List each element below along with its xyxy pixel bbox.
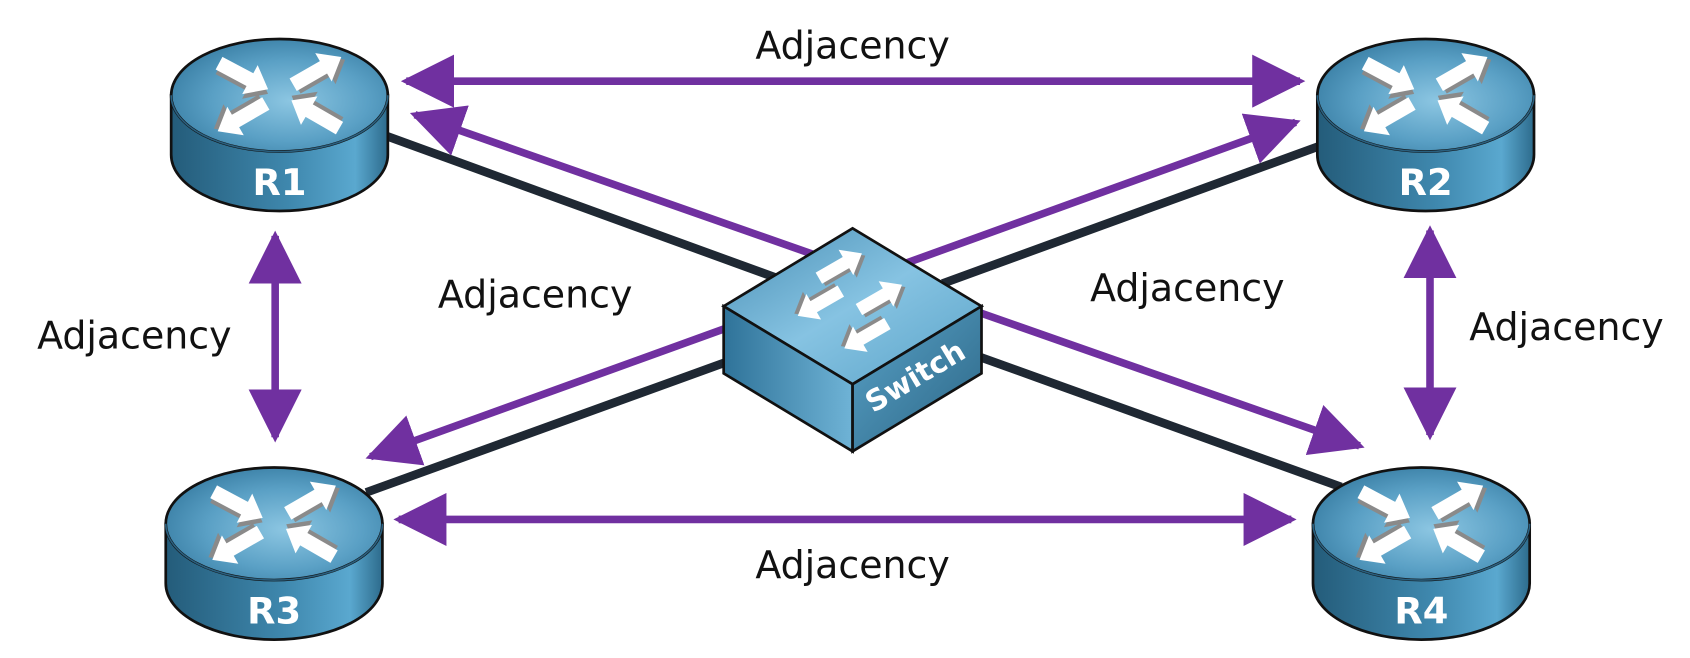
adjacency-label-r1-r3: Adjacency (37, 313, 231, 357)
cable-r1-switch (383, 131, 782, 284)
router-r2[interactable]: R2 (1317, 39, 1534, 211)
router-r4[interactable]: R4 (1313, 468, 1530, 640)
router-r1-label: R1 (253, 161, 307, 204)
router-r3[interactable]: R3 (166, 468, 383, 640)
switch-device[interactable]: Switch (721, 226, 985, 454)
adjacency-label-r2-r4: Adjacency (1469, 305, 1663, 349)
cable-r2-switch (941, 142, 1321, 288)
router-r3-label: R3 (247, 589, 301, 632)
adjacency-label-r3-r4: Adjacency (755, 543, 949, 587)
router-r2-label: R2 (1399, 161, 1453, 204)
cable-r3-switch (364, 357, 730, 497)
adjacency-label-r1-r4: Adjacency (1090, 266, 1284, 310)
router-r1[interactable]: R1 (171, 39, 388, 211)
adjacency-label-r1-r2: Adjacency (755, 23, 949, 67)
router-r4-label: R4 (1394, 589, 1448, 632)
adjacency-label-r2-r3: Adjacency (438, 272, 632, 316)
